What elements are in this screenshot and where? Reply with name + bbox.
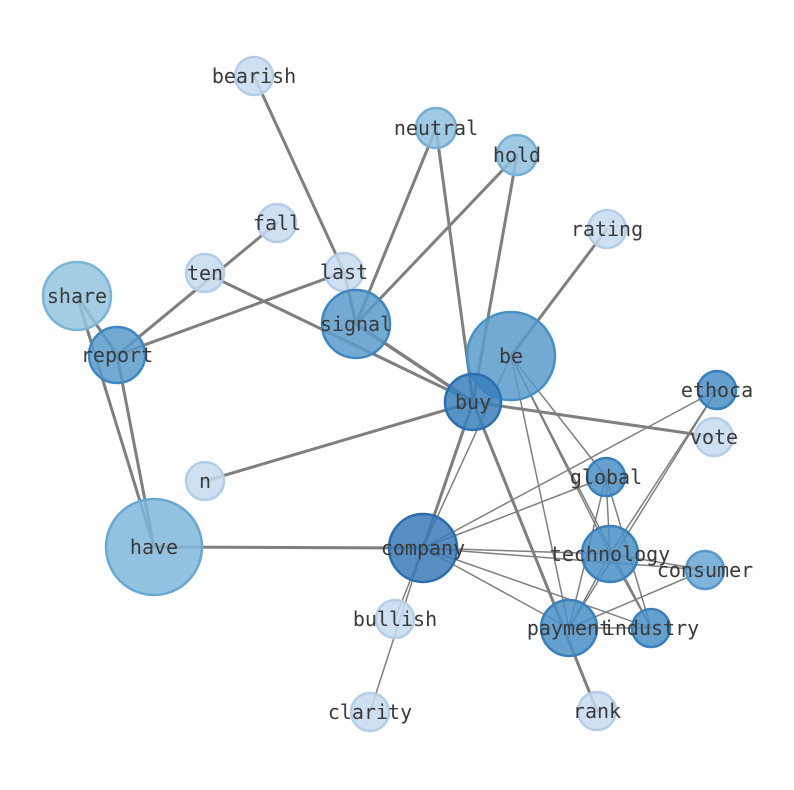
node-signal [320, 288, 392, 360]
node-rating [586, 208, 628, 250]
node-industry [630, 607, 672, 649]
node-label-neutral: neutral [394, 116, 478, 140]
edge-neutral-signal [354, 126, 438, 326]
node-payment [539, 598, 599, 658]
node-label-global: global [570, 465, 642, 489]
edge-company-industry [422, 547, 652, 629]
edge-last-report [115, 270, 346, 357]
node-layer [41, 55, 738, 733]
node-label-bearish: bearish [212, 64, 296, 88]
label-layer: bearish neutral hold fall rating ten last share… [47, 64, 753, 724]
node-label-clarity: clarity [328, 700, 412, 724]
edge-bearish-last [252, 74, 346, 274]
node-neutral [414, 106, 458, 150]
node-label-have: have [130, 535, 178, 559]
node-company [387, 512, 459, 584]
node-fall [256, 202, 298, 244]
node-label-hold: hold [493, 143, 541, 167]
node-label-ten: ten [187, 261, 223, 285]
edge-buy-vote [471, 400, 716, 439]
node-share [41, 260, 113, 332]
edge-company-consumer [422, 547, 706, 571]
edge-buy-n [203, 400, 475, 483]
node-label-technology: technology [550, 542, 670, 566]
node-label-payment: payment [527, 616, 611, 640]
node-label-bullish: bullish [353, 607, 437, 631]
node-n [184, 460, 226, 502]
node-buy [443, 372, 503, 432]
node-label-industry: industry [603, 616, 699, 640]
node-label-report: report [81, 343, 153, 367]
node-ten [184, 252, 226, 294]
node-clarity [349, 691, 391, 733]
node-label-n: n [199, 469, 211, 493]
node-bearish [233, 55, 275, 97]
node-label-last: last [320, 260, 368, 284]
edge-be-industry [510, 355, 652, 629]
node-report [87, 325, 147, 385]
node-label-company: company [381, 536, 465, 560]
node-bullish [374, 598, 416, 640]
node-label-rating: rating [571, 217, 643, 241]
node-label-ethoca: ethoca [681, 378, 753, 402]
edge-be-payment [510, 355, 570, 629]
node-have [104, 497, 204, 597]
node-rank [576, 690, 618, 732]
node-ethoca [696, 369, 738, 411]
node-label-be: be [499, 344, 523, 368]
node-global [585, 456, 627, 498]
node-label-buy: buy [455, 390, 491, 414]
edge-company-ethoca [422, 389, 718, 549]
node-vote [693, 416, 735, 458]
node-consumer [684, 549, 726, 591]
edge-ethoca-payment [568, 389, 718, 629]
node-hold [495, 133, 539, 177]
node-label-fall: fall [253, 211, 301, 235]
node-label-consumer: consumer [657, 558, 753, 582]
node-label-rank: rank [573, 699, 621, 723]
node-label-share: share [47, 284, 107, 308]
edge-hold-signal [354, 153, 519, 326]
node-technology [580, 524, 640, 584]
node-label-vote: vote [690, 425, 738, 449]
node-label-signal: signal [320, 312, 392, 336]
